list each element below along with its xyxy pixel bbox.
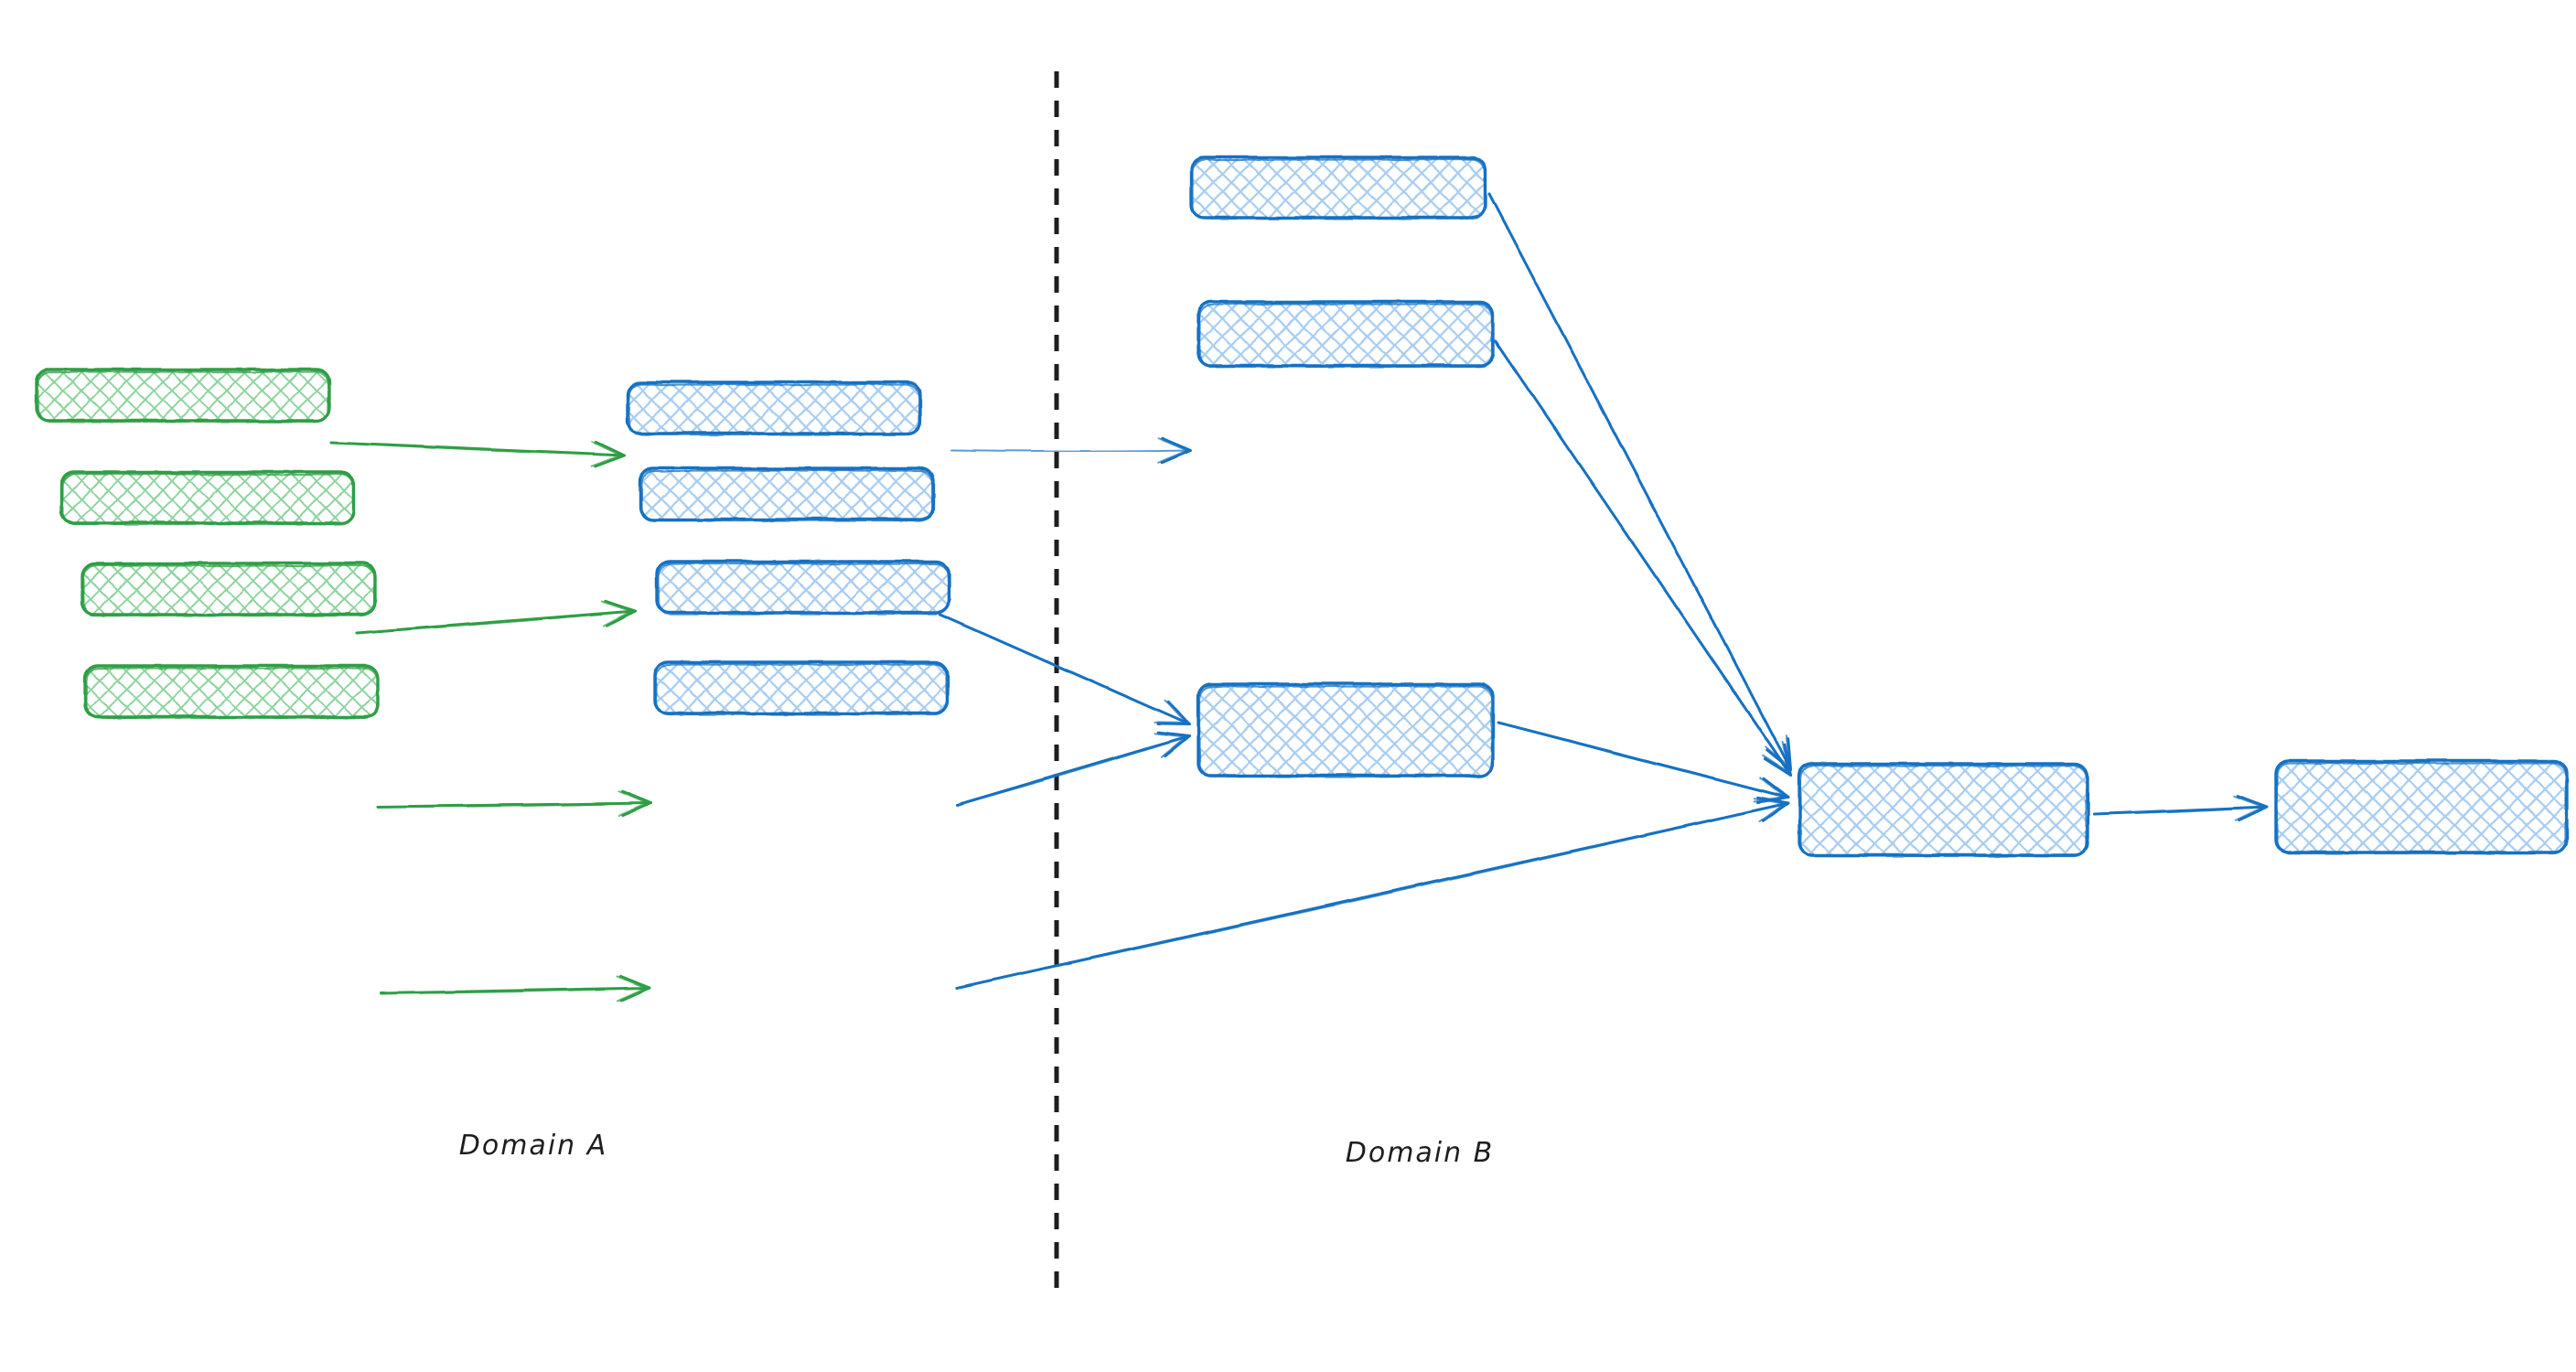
node-fill (1799, 764, 2088, 855)
node-a1[interactable] (35, 368, 331, 423)
arrowhead (1762, 741, 1790, 774)
arrowhead (1156, 731, 1191, 758)
node-outline (1198, 303, 1494, 369)
node-outline (628, 383, 921, 436)
node-fill (2276, 761, 2567, 852)
arrowhead (621, 789, 653, 818)
nodes-layer (35, 155, 2569, 858)
node-fill (655, 662, 948, 713)
edge-c2-d1 (1493, 338, 1793, 777)
arrowhead (600, 600, 633, 627)
arrowhead (593, 440, 626, 468)
arrowhead (1753, 777, 1787, 802)
arrowhead (2233, 795, 2264, 821)
edge-c1-d1 (1487, 192, 1793, 772)
node-outline (1198, 685, 1494, 778)
edge-shaft (356, 610, 636, 634)
edge-b2-c3 (939, 613, 1191, 726)
edge-shaft (377, 802, 652, 809)
node-b3[interactable] (655, 560, 951, 616)
node-outline (640, 469, 934, 522)
node-fill (61, 472, 354, 523)
label-domain-a: Domain A (459, 1130, 607, 1162)
edge-c3-d1 (1497, 721, 1790, 804)
node-outline (657, 563, 950, 616)
node-fill (1198, 684, 1493, 776)
arrowhead (1156, 700, 1191, 726)
edge-a1-b1 (329, 440, 626, 468)
node-outline (61, 473, 355, 526)
node-fill (1198, 302, 1493, 366)
domain-labels: Domain A Domain B (459, 1130, 1495, 1169)
arrowhead (1154, 733, 1187, 758)
arrowhead (617, 790, 649, 817)
node-fill (85, 666, 378, 717)
arrowhead (616, 975, 648, 1002)
edge-a2-b2 (355, 599, 637, 635)
arrowhead (1161, 436, 1193, 464)
edge-b3-c3 (955, 731, 1191, 807)
node-outline (2276, 762, 2568, 855)
edge-shaft (939, 614, 1190, 725)
node-outline (655, 663, 949, 716)
node-fill (640, 468, 933, 520)
edge-shaft (1497, 722, 1789, 799)
arrowhead (1755, 777, 1790, 804)
node-b1[interactable] (626, 381, 922, 436)
node-c2[interactable] (1197, 300, 1495, 369)
node-fill (1191, 157, 1486, 218)
node-outline (1191, 158, 1487, 220)
edge-a3-b3 (376, 789, 653, 818)
arrowhead (1157, 436, 1188, 464)
edge-shaft (950, 449, 1192, 453)
edge-d1-e1 (2093, 794, 2269, 822)
arrowhead (1763, 744, 1793, 777)
node-outline (85, 667, 379, 720)
node-fill (82, 563, 375, 615)
node-fill (628, 382, 920, 434)
node-c1[interactable] (1189, 155, 1487, 220)
node-fill (37, 370, 329, 421)
node-a3[interactable] (80, 562, 377, 617)
arrowhead (2236, 794, 2269, 822)
node-b4[interactable] (653, 660, 950, 716)
node-outline (37, 370, 330, 423)
node-a4[interactable] (83, 664, 380, 720)
node-outline (82, 564, 376, 617)
label-domain-b: Domain B (1346, 1137, 1495, 1169)
edge-b4-d1 (955, 796, 1790, 990)
edge-shaft (956, 735, 1190, 806)
edge-shaft (380, 987, 650, 994)
node-d1[interactable] (1798, 762, 2089, 858)
edge-shaft (330, 442, 625, 456)
edge-a4-b4 (379, 974, 651, 1002)
node-c3[interactable] (1197, 682, 1495, 778)
arrowhead (1154, 699, 1187, 724)
edge-shaft (1488, 193, 1792, 771)
node-a2[interactable] (59, 470, 356, 526)
arrowhead (590, 441, 622, 467)
node-b2[interactable] (639, 466, 935, 522)
edge-b1-c2 (950, 436, 1193, 464)
node-fill (657, 562, 950, 613)
edge-shaft (2094, 806, 2268, 815)
edge-shaft (956, 802, 1789, 989)
arrowhead (618, 974, 651, 1002)
node-outline (1799, 765, 2088, 858)
edge-shaft (1494, 339, 1792, 777)
arrowhead (604, 599, 637, 627)
edges-layer (329, 192, 2269, 1002)
node-e1[interactable] (2274, 759, 2569, 855)
